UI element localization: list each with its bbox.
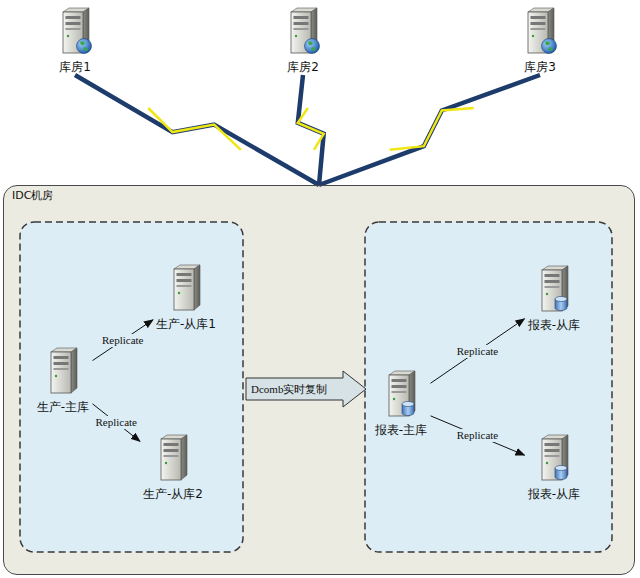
server-node: 库房1 (50, 6, 100, 75)
server-icon (518, 6, 562, 56)
connector (93, 320, 154, 361)
server-label: 报表-主库 (375, 423, 427, 437)
arrow-label: Dcomb实时复制 (245, 382, 327, 396)
server-icon (151, 433, 195, 483)
report-group (365, 222, 612, 552)
server-node: 生产-主库 (34, 346, 93, 415)
server-icon (53, 6, 97, 56)
connector (431, 416, 525, 455)
server-label: 报表-从库 (528, 318, 580, 332)
connector (93, 404, 141, 442)
server-label: 报表-从库 (528, 487, 580, 501)
edge-label: Replicate (455, 429, 501, 442)
server-label: 库房1 (59, 60, 91, 74)
server-node: 生产-从库2 (140, 433, 206, 502)
edge-label: Replicate (455, 345, 501, 358)
server-node: 报表-从库 (525, 264, 584, 333)
idc-ground (4, 186, 635, 575)
idc-region: IDC机房生产-主库生产-从库1生产-从库2Dcomb实时复制报表-主库报表-从… (3, 185, 635, 575)
server-node: 库房2 (278, 6, 328, 75)
server-label: 库房3 (524, 60, 556, 74)
connector (319, 75, 540, 185)
server-icon (164, 263, 208, 313)
server-label: 生产-从库2 (143, 487, 203, 501)
edge-label: Replicate (100, 334, 146, 347)
server-node: 报表-主库 (372, 369, 431, 438)
server-icon (532, 433, 576, 483)
server-icon (379, 369, 423, 419)
edge-label: Replicate (93, 416, 139, 429)
connector (431, 319, 525, 384)
server-label: 库房2 (287, 60, 319, 74)
connector (298, 75, 324, 185)
replication-arrow: Dcomb实时复制 (245, 370, 367, 408)
server-icon (41, 346, 85, 396)
server-icon (281, 6, 325, 56)
server-node: 报表-从库 (525, 433, 584, 502)
production-group (20, 222, 243, 552)
server-label: 生产-主库 (37, 400, 89, 414)
region-heading: IDC机房 (12, 189, 53, 203)
server-icon (532, 264, 576, 314)
connector (75, 75, 319, 185)
server-node: 生产-从库1 (153, 263, 219, 332)
server-label: 生产-从库1 (156, 317, 216, 331)
server-node: 库房3 (515, 6, 565, 75)
